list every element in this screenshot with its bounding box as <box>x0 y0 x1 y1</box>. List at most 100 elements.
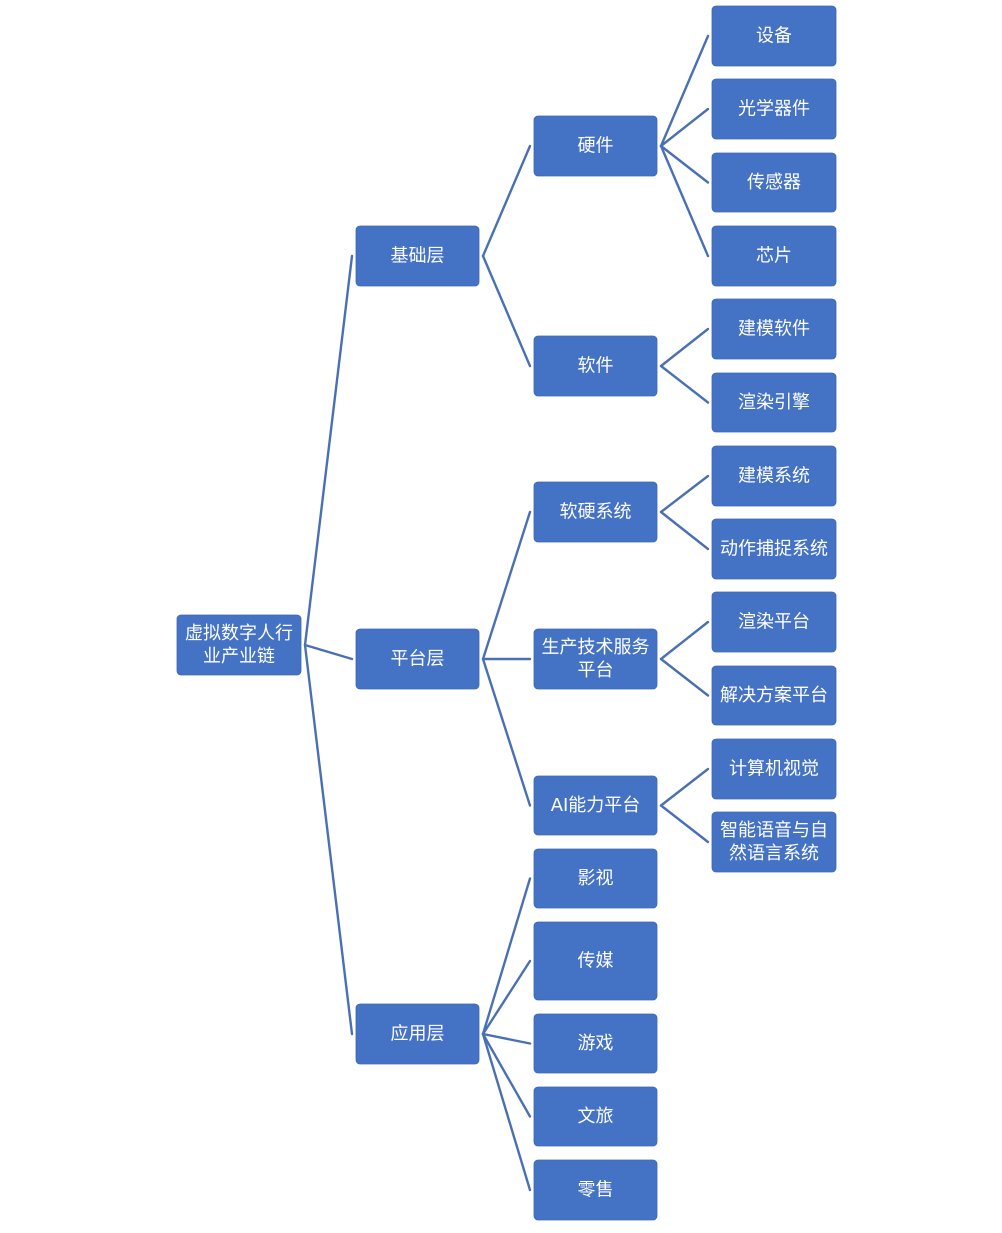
node-solution-platform: 解决方案平台 <box>711 665 837 726</box>
node-label-retail: 零售 <box>578 1180 614 1201</box>
connector-application-to-culture-tourism <box>481 1032 532 1118</box>
node-modeling-system: 建模系统 <box>711 445 837 507</box>
connector-hardware-to-optical <box>659 107 710 148</box>
node-box-ai-platform <box>533 775 658 836</box>
node-label-foundation: 基础层 <box>391 246 445 267</box>
node-box-games <box>533 1013 658 1074</box>
node-equipment: 设备 <box>711 5 837 67</box>
node-box-media <box>533 921 658 1001</box>
connector-platform-to-ai-platform <box>481 657 532 807</box>
connector-hw-sw-system-to-modeling-system <box>659 474 710 514</box>
node-box-computer-vision <box>711 738 837 800</box>
node-box-culture-tourism <box>533 1086 658 1147</box>
node-optical: 光学器件 <box>711 78 837 140</box>
node-sensor: 传感器 <box>711 152 837 213</box>
node-label-equipment: 设备 <box>756 26 792 47</box>
node-box-foundation <box>355 225 480 287</box>
connector-hw-sw-system-to-motion-capture <box>659 510 710 551</box>
node-games: 游戏 <box>533 1013 658 1074</box>
node-label-render-platform: 渲染平台 <box>738 612 810 633</box>
node-label-platform: 平台层 <box>391 649 445 670</box>
node-label-render-engine: 渲染引擎 <box>738 392 810 413</box>
node-label-solution-platform: 解决方案平台 <box>720 685 828 706</box>
node-motion-capture: 动作捕捉系统 <box>711 518 837 580</box>
connector-production-service-to-render-platform <box>659 620 710 661</box>
node-application: 应用层 <box>355 1003 480 1065</box>
node-box-application <box>355 1003 480 1065</box>
node-label-speech-nlp-line-1: 智能语音与自 <box>720 820 828 841</box>
connector-application-to-retail <box>481 1032 532 1192</box>
node-box-solution-platform <box>711 665 837 726</box>
node-label-production-service-line-1: 生产技术服务 <box>542 637 650 658</box>
node-label-root-line-1: 虚拟数字人行 <box>185 623 293 644</box>
node-label-software: 软件 <box>578 356 614 377</box>
node-box-modeling-software <box>711 298 837 360</box>
connector-software-to-render-engine <box>659 364 710 404</box>
connector-application-to-media <box>481 959 532 1036</box>
connector-production-service-to-solution-platform <box>659 657 710 697</box>
node-computer-vision: 计算机视觉 <box>711 738 837 800</box>
node-label-culture-tourism: 文旅 <box>578 1106 614 1127</box>
connector-hardware-to-sensor <box>659 144 710 184</box>
connector-root-to-foundation <box>303 254 354 647</box>
connector-application-to-games <box>481 1032 532 1045</box>
node-hardware: 硬件 <box>533 115 658 177</box>
node-box-render-engine <box>711 372 837 433</box>
node-label-sensor: 传感器 <box>747 172 801 193</box>
node-modeling-software: 建模软件 <box>711 298 837 360</box>
node-label-hw-sw-system: 软硬系统 <box>560 502 632 523</box>
connector-root-to-application <box>303 643 354 1036</box>
node-foundation: 基础层 <box>355 225 480 287</box>
node-box-speech-nlp <box>711 811 837 873</box>
connector-foundation-to-hardware <box>481 144 532 258</box>
node-software: 软件 <box>533 335 658 397</box>
node-box-chip <box>711 225 837 287</box>
connector-ai-platform-to-speech-nlp <box>659 804 710 844</box>
node-label-optical: 光学器件 <box>738 99 810 120</box>
node-label-application: 应用层 <box>391 1024 445 1045</box>
node-label-modeling-software: 建模软件 <box>738 319 810 340</box>
node-label-speech-nlp-line-2: 然语言系统 <box>729 843 819 864</box>
node-box-retail <box>533 1159 658 1221</box>
node-label-games: 游戏 <box>578 1033 614 1054</box>
node-ai-platform: AI能力平台 <box>533 775 658 836</box>
node-render-platform: 渲染平台 <box>711 591 837 653</box>
node-label-hardware: 硬件 <box>578 136 614 157</box>
node-box-production-service <box>533 628 658 690</box>
node-box-motion-capture <box>711 518 837 580</box>
node-label-modeling-system: 建模系统 <box>738 466 810 487</box>
node-box-hardware <box>533 115 658 177</box>
node-retail: 零售 <box>533 1159 658 1221</box>
connector-root-to-platform <box>303 643 354 661</box>
node-label-ai-platform: AI能力平台 <box>551 795 641 816</box>
connector-hardware-to-chip <box>659 144 710 258</box>
connector-hardware-to-equipment <box>659 34 710 148</box>
node-box-software <box>533 335 658 397</box>
node-label-chip: 芯片 <box>756 246 792 267</box>
node-box-equipment <box>711 5 837 67</box>
node-box-hw-sw-system <box>533 481 658 543</box>
node-chip: 芯片 <box>711 225 837 287</box>
node-hw-sw-system: 软硬系统 <box>533 481 658 543</box>
connector-application-to-film <box>481 877 532 1036</box>
node-culture-tourism: 文旅 <box>533 1086 658 1147</box>
node-label-root-line-2: 业产业链 <box>203 646 275 667</box>
node-box-platform <box>355 628 480 690</box>
node-box-film <box>533 848 658 909</box>
node-box-root <box>176 614 302 676</box>
node-label-computer-vision: 计算机视觉 <box>729 759 819 780</box>
node-film: 影视 <box>533 848 658 909</box>
connector-foundation-to-software <box>481 254 532 368</box>
node-media: 传媒 <box>533 921 658 1001</box>
node-box-optical <box>711 78 837 140</box>
node-box-sensor <box>711 152 837 213</box>
connector-lines <box>303 34 710 1192</box>
node-box-render-platform <box>711 591 837 653</box>
node-label-film: 影视 <box>578 868 614 889</box>
node-label-motion-capture: 动作捕捉系统 <box>720 539 828 560</box>
